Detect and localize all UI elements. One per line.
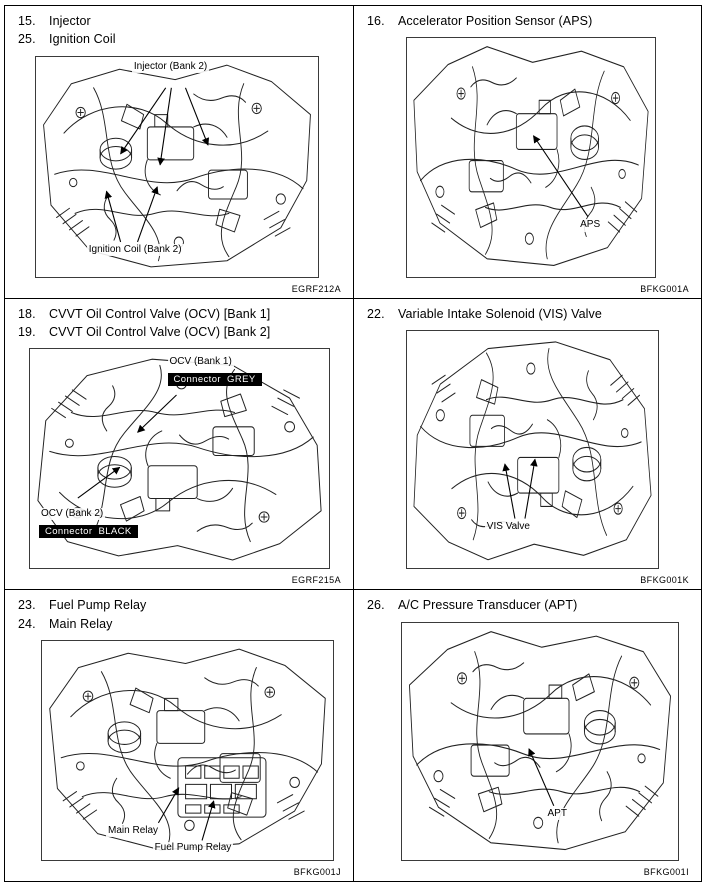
item-title: Variable Intake Solenoid (VIS) Valve (398, 306, 602, 321)
illustration-injector-ignition-coil: Injector (Bank 2) Ignition Coil (Bank 2) (35, 55, 319, 278)
callout-ocv-bank1: OCV (Bank 1) (167, 356, 234, 369)
panel-titles: 15. Injector 25. Ignition Coil (5, 6, 353, 53)
item-title: CVVT Oil Control Valve (OCV) [Bank 1] (49, 306, 271, 321)
item-number: 25. (18, 32, 36, 47)
callout-fuel-pump-relay: Fuel Pump Relay (152, 842, 234, 855)
item-title: Accelerator Position Sensor (APS) (398, 14, 593, 28)
illustration-apt: APT (401, 621, 679, 861)
panel-ac-pressure-transducer: 26. A/C Pressure Transducer (APT) APT BF… (353, 589, 701, 881)
panel-title-line: 23. Fuel Pump Relay (18, 597, 343, 613)
panel-injector-ignition-coil: 15. Injector 25. Ignition Coil (5, 6, 353, 298)
illustration-vis-valve: VIS Valve (406, 329, 659, 570)
item-title: A/C Pressure Transducer (APT) (398, 598, 578, 613)
callout-ocv-bank1-group: OCV (Bank 1) Connector GREY (167, 351, 262, 387)
item-number: 24. (18, 616, 36, 631)
callout-arrows (157, 786, 216, 841)
figure-code: EGRF215A (291, 575, 341, 586)
engine-line-art (44, 643, 331, 858)
callout-vis-valve: VIS Valve (484, 520, 532, 534)
panel-title-line: 22. Variable Intake Solenoid (VIS) Valve (367, 306, 691, 322)
illustration-ocv: OCV (Bank 1) Connector GREY OCV (Bank 2)… (29, 348, 330, 570)
panel-fuel-pump-main-relay: 23. Fuel Pump Relay 24. Main Relay (5, 589, 353, 881)
item-number: 23. (18, 598, 36, 613)
item-number: 26. (367, 598, 385, 613)
item-number: 15. (18, 14, 36, 28)
callout-ocv-bank2: OCV (Bank 2) (38, 507, 106, 521)
item-number: 22. (367, 306, 385, 321)
figure-code: EGRF212A (291, 283, 341, 294)
illustration-relay-box: Main Relay Fuel Pump Relay (41, 639, 334, 861)
callout-arrows (533, 135, 589, 218)
callout-ocv-bank2-group: OCV (Bank 2) Connector BLACK (38, 503, 138, 539)
callout-apt: APT (545, 807, 569, 821)
panel-title-line: 18. CVVT Oil Control Valve (OCV) [Bank 1… (18, 306, 343, 322)
panel-titles: 16. Accelerator Position Sensor (APS) (354, 6, 701, 34)
panel-cvvt-oil-control-valve: 18. CVVT Oil Control Valve (OCV) [Bank 1… (5, 297, 353, 590)
figure-code: BFKG001K (640, 575, 689, 586)
panel-accelerator-position-sensor: 16. Accelerator Position Sensor (APS) AP… (353, 6, 701, 298)
item-number: 16. (367, 14, 385, 28)
figure-code: BFKG001J (293, 866, 341, 877)
callout-arrows (104, 87, 210, 242)
connector-black-badge: Connector BLACK (38, 524, 138, 538)
item-title: Injector (49, 14, 91, 28)
item-title: Fuel Pump Relay (49, 598, 147, 613)
illustration-aps: APS (406, 37, 656, 278)
callout-aps: APS (578, 219, 603, 232)
callout-main-relay: Main Relay (106, 824, 161, 838)
panel-title-line: 16. Accelerator Position Sensor (APS) (367, 13, 691, 29)
connector-grey-badge: Connector GREY (167, 373, 262, 387)
panel-title-line: 25. Ignition Coil (18, 31, 343, 47)
callout-arrows (502, 458, 538, 519)
panel-titles: 26. A/C Pressure Transducer (APT) (354, 590, 701, 618)
panel-titles: 22. Variable Intake Solenoid (VIS) Valve (354, 299, 701, 327)
panel-title-line: 26. A/C Pressure Transducer (APT) (367, 597, 691, 613)
relay-box-art (178, 758, 266, 817)
panel-grid: 15. Injector 25. Ignition Coil (4, 5, 702, 882)
panel-titles: 18. CVVT Oil Control Valve (OCV) [Bank 1… (5, 299, 353, 346)
item-title: Main Relay (49, 616, 113, 631)
panel-title-line: 19. CVVT Oil Control Valve (OCV) [Bank 2… (18, 324, 343, 340)
item-title: Ignition Coil (49, 32, 116, 47)
callout-ignition-coil-bank2: Ignition Coil (Bank 2) (86, 243, 184, 257)
figure-code: BFKG001I (643, 866, 689, 877)
callout-arrows (77, 394, 177, 499)
callout-injector-bank2: Injector (Bank 2) (131, 60, 210, 74)
panel-title-line: 24. Main Relay (18, 616, 343, 632)
panel-titles: 23. Fuel Pump Relay 24. Main Relay (5, 590, 353, 637)
callout-arrows (528, 747, 555, 806)
panel-variable-intake-solenoid: 22. Variable Intake Solenoid (VIS) Valve… (353, 297, 701, 590)
item-number: 18. (18, 306, 36, 321)
item-number: 19. (18, 324, 36, 339)
item-title: CVVT Oil Control Valve (OCV) [Bank 2] (49, 324, 271, 339)
figure-code: BFKG001A (640, 283, 689, 294)
panel-title-line: 15. Injector (18, 13, 343, 29)
